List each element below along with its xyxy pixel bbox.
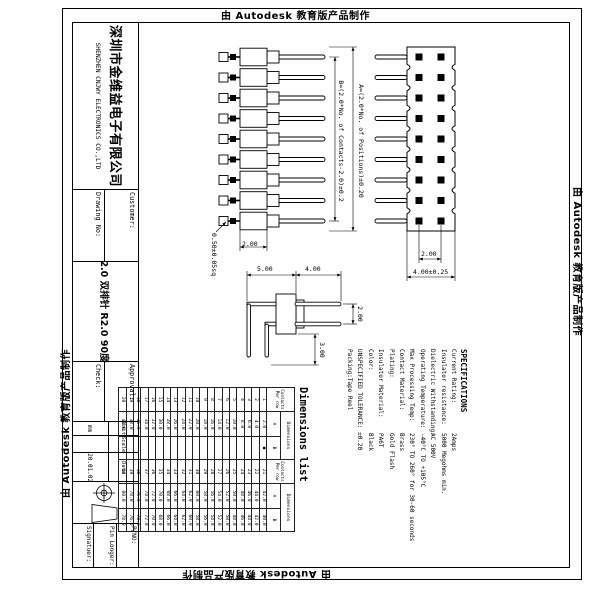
pin-longer-label: Pin Longer:: [94, 524, 117, 567]
header-dimensions-1: Dimensions: [280, 411, 295, 460]
drawing-title: 2.0 双排针 R2.0 90度: [98, 260, 109, 363]
projection-symbol-icon: [91, 483, 118, 523]
dim-a-label: A=(2.0*No. of Positions)±0.20: [357, 84, 365, 198]
company-cell: 深圳市金维益电子有限公司 SHENZHEN CNJWY ELECTRONICS …: [72, 23, 138, 189]
dim-b-label: B=(2.0*No. of Contacts-2.0)±0.2: [337, 80, 345, 202]
scale-col: Scale: [72, 434, 138, 453]
scale-label: Scale: [108, 435, 138, 453]
approval-label: Approval:: [128, 364, 136, 401]
tolerance-note: UNSPECIFIED TOLERANCE: ±0.20: [356, 349, 364, 451]
spec-row: Current Rating:2Amps: [450, 349, 457, 452]
title-cell: 2.0 双排针 R2.0 90度: [72, 260, 138, 363]
company-name-cn: 深圳市金维益电子有限公司: [107, 24, 122, 187]
date-col: Date 20.01.02: [72, 452, 138, 483]
date-value: 20.01.02: [86, 453, 94, 483]
projection-symbol-cell: [72, 481, 138, 523]
dimensions-list-title: Dimensions list: [297, 387, 309, 482]
signature-label: Signatuer:: [72, 524, 95, 567]
spec-row: Contact Material:Brass: [397, 349, 405, 452]
dim-4-label: 4.00: [305, 265, 321, 273]
spec-row: Insulator Material:PA6T: [377, 349, 385, 448]
title-block: 深圳市金维益电子有限公司 SHENZHEN CNJWY ELECTRONICS …: [72, 23, 139, 567]
spec-row: Insulator resistance:5000 Megohms min.: [439, 349, 447, 495]
header-contacts-2: Contacts Per row: [266, 459, 295, 484]
drawing-sheet: 由 Autodesk 教育版产品制作 由 Autodesk 教育版产品制作 由 …: [61, 8, 582, 580]
customer-cell: Customer: Drawing No:: [72, 189, 138, 261]
drawing-no-label: Drawing No:: [72, 190, 106, 261]
dimensions-table: Contacts Per row Dimensions Contacts Per…: [118, 387, 295, 532]
dim-pin-gap-label: 2.00: [356, 306, 364, 322]
right-angle-side-view: [246, 293, 342, 358]
connector-views-svg: [215, 46, 456, 366]
dimension-lines: [215, 46, 456, 366]
dim-5-label: 5.00: [257, 265, 273, 273]
packing-note: Packing:Tape Reel: [345, 349, 353, 411]
unit-scale-date-cell: Unit mm Scale Date 20.01.02: [72, 421, 138, 483]
header-a-1: A: [266, 411, 281, 437]
customer-label: Customer:: [128, 192, 136, 229]
pin-row-view: [218, 47, 326, 231]
check-label: Check:: [72, 362, 106, 421]
unit-value: mm: [86, 424, 94, 433]
dim-body-width-label: 4.00±0.25: [413, 268, 449, 276]
dim-3-label: 3.00: [318, 342, 326, 358]
spec-row: Dielectric Withstanding:AC 500V: [429, 349, 437, 459]
specifications-heading: SPECIFICATIONS: [459, 349, 468, 413]
dim-pin-sq-label: 0.50±0.05sq: [210, 233, 218, 277]
header-dimensions-2: Dimensions: [280, 483, 295, 532]
pno-cell: P/NO: Pin Longer: Signatuer:: [72, 523, 138, 567]
pno-label: P/NO:: [130, 526, 137, 545]
approval-cell: Approval: Check:: [72, 361, 138, 421]
header-contacts-1: Contacts Per row: [266, 387, 295, 412]
dim-row-spacing-label: 2.00: [421, 250, 437, 258]
spec-row: Operating Temperature:-40°C TO +105°C: [418, 349, 426, 488]
spec-row: Max Processing Temp:230° TO 260° for 30-…: [408, 349, 416, 542]
header-a-2: A: [266, 483, 281, 509]
header-b-2: B: [266, 508, 281, 532]
date-label: Date: [108, 453, 138, 483]
company-name-en: SHENZHEN CNJWY ELECTRONICS CO.,LTD: [94, 42, 101, 170]
unit-col: Unit mm: [72, 422, 138, 435]
header-b-1: B: [266, 436, 281, 460]
unit-label: Unit: [108, 422, 138, 435]
spec-row: Plating:Gold Flash: [387, 349, 395, 470]
front-view: [374, 46, 456, 232]
dimensions-list-block: Dimensions list Contacts Per row Dimensi…: [118, 387, 309, 533]
spec-row: Color:Black: [366, 349, 374, 452]
scale-value: [72, 436, 108, 452]
dim-pitch-label: 2.00: [242, 240, 258, 248]
